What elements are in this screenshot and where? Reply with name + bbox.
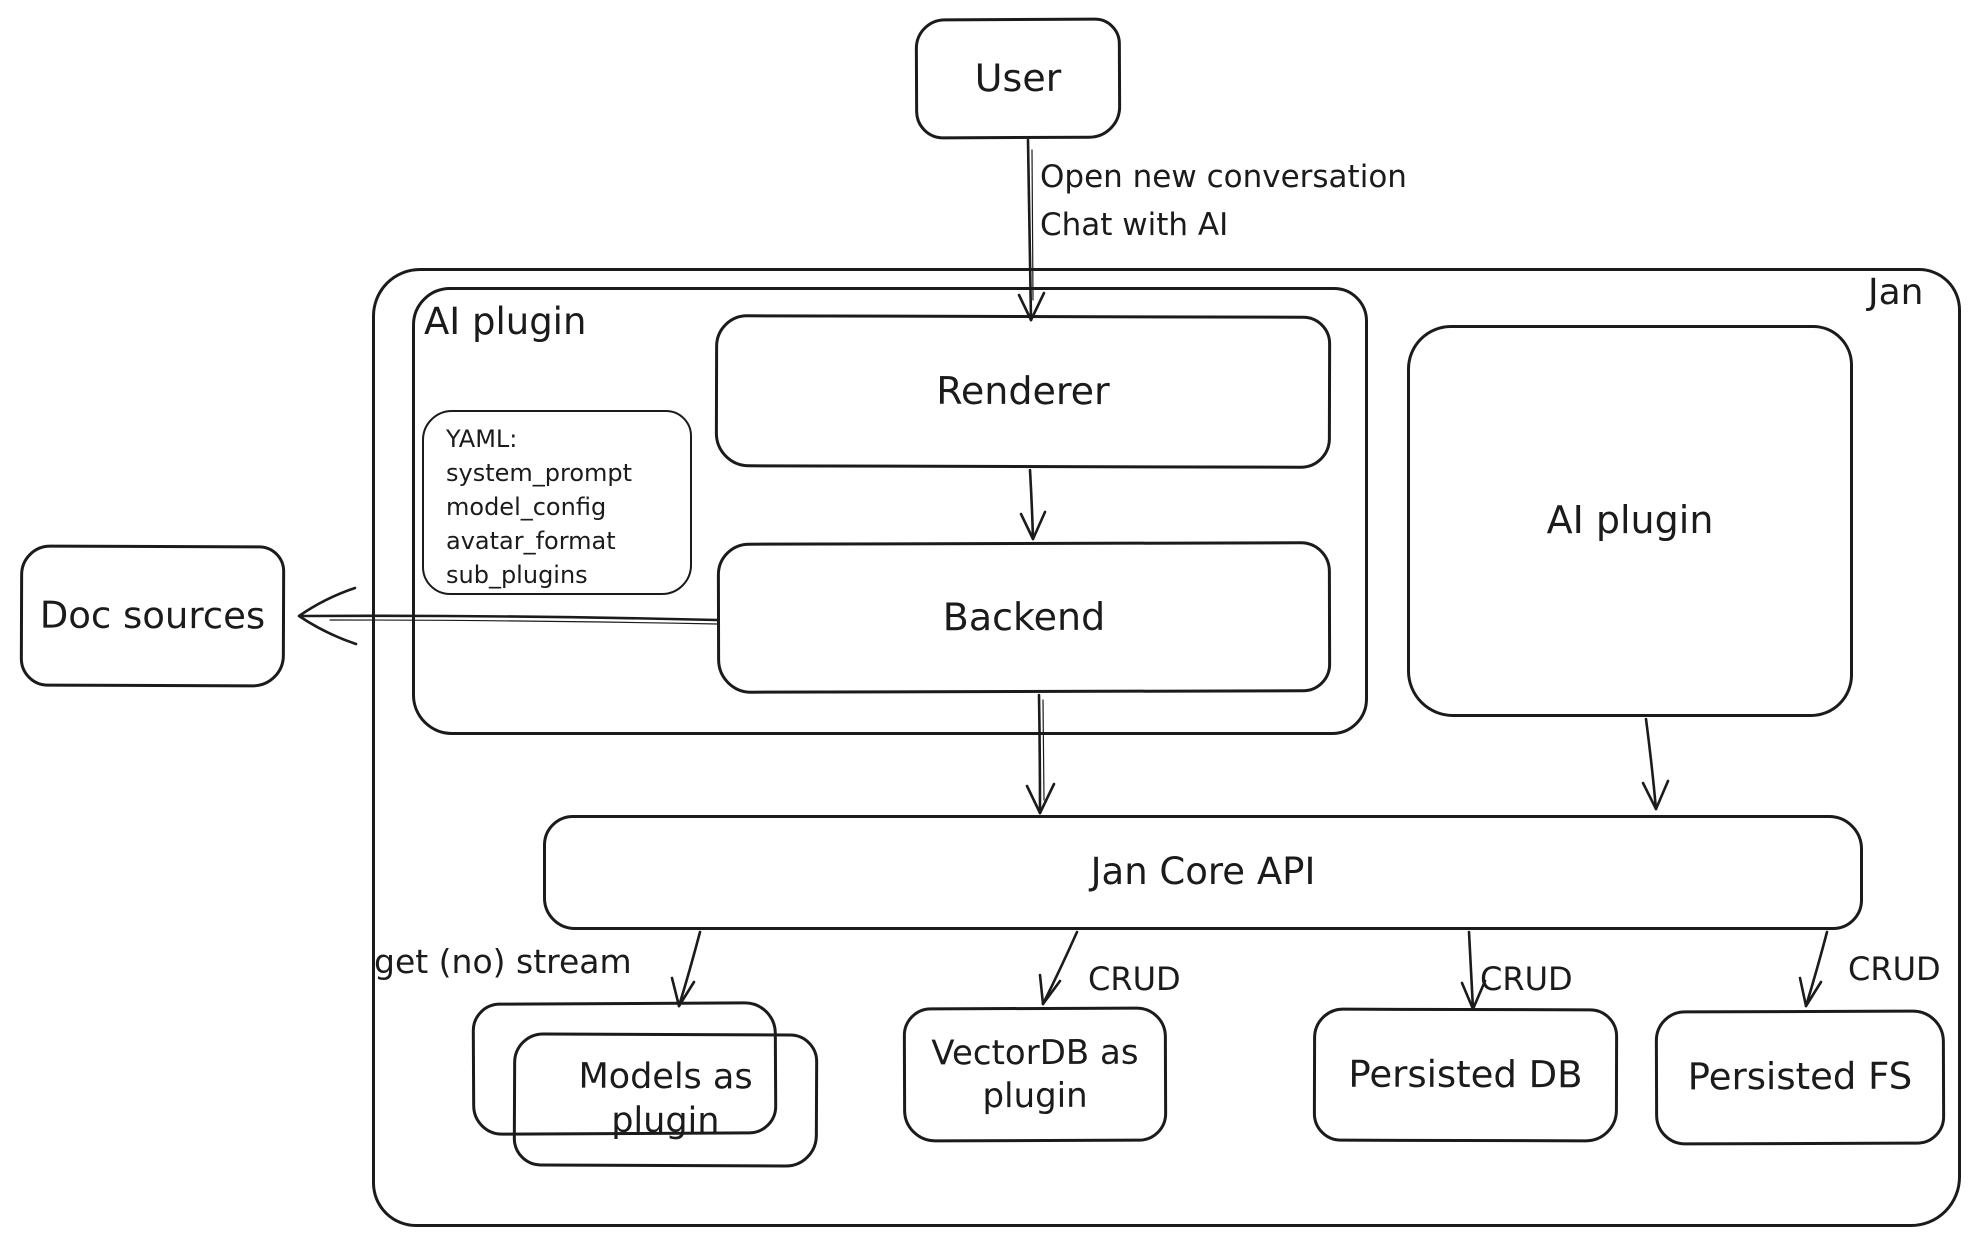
vectordb-plugin-node-label: VectorDB as plugin [931, 1032, 1139, 1116]
user-node-label: User [974, 55, 1062, 100]
yaml-config-note-text: YAML: system_prompt model_config avatar_… [446, 425, 633, 589]
ai-plugin-left-container [412, 287, 1368, 735]
models-plugin-node: Models as plugin [512, 1032, 819, 1168]
user-node: User [914, 17, 1122, 140]
persisted-db-node-label: Persisted DB [1348, 1052, 1583, 1097]
vectordb-plugin-node: VectorDB as plugin [902, 1006, 1168, 1143]
jan-core-api-node-label: Jan Core API [1090, 850, 1316, 894]
persisted-fs-node-label: Persisted FS [1687, 1054, 1913, 1099]
backend-node-label: Backend [942, 594, 1106, 639]
doc-sources-node: Doc sources [19, 544, 286, 688]
yaml-config-note: YAML: system_prompt model_config avatar_… [422, 410, 692, 595]
jan-container-label: Jan [1868, 272, 1924, 313]
jan-core-api-node: Jan Core API [543, 815, 1863, 930]
renderer-node: Renderer [714, 314, 1332, 469]
ai-plugin-right-label: AI plugin [1546, 498, 1714, 543]
persisted-db-node: Persisted DB [1312, 1007, 1619, 1143]
persisted-fs-node: Persisted FS [1654, 1009, 1946, 1146]
edge-label-crud-persisted-fs: CRUD [1848, 950, 1941, 988]
edge-label-crud-persisted-db: CRUD [1480, 960, 1573, 998]
backend-node: Backend [716, 541, 1332, 694]
doc-sources-node-label: Doc sources [39, 593, 266, 638]
edge-label-crud-vectordb: CRUD [1088, 960, 1181, 998]
edge-label-get-no-stream: get (no) stream [374, 942, 632, 981]
ai-plugin-left-label: AI plugin [424, 300, 587, 343]
ai-plugin-right-node: AI plugin [1407, 325, 1853, 717]
jan-container-box [372, 268, 1961, 1227]
edge-label-open-conversation: Open new conversation Chat with AI [1040, 159, 1407, 243]
models-plugin-node-label: Models as plugin [578, 1056, 753, 1142]
renderer-node-label: Renderer [936, 368, 1110, 413]
